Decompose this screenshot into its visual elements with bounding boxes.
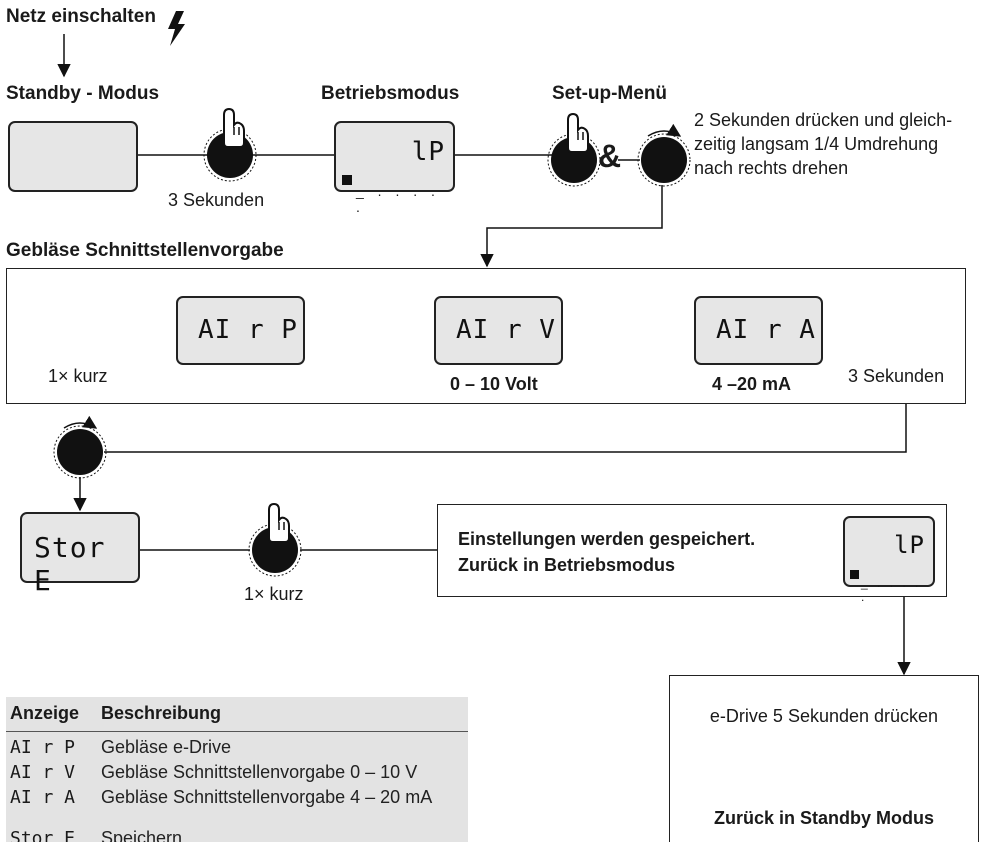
- knob-setup-rotate: [637, 131, 691, 187]
- lcd-airp-text: AI r P: [198, 315, 298, 345]
- lcd-operating-2: lP _ . . . . .: [843, 516, 935, 604]
- legend-text: Gebläse e-Drive: [101, 737, 232, 757]
- setup-instruction-line-2: zeitig langsam 1/4 Umdrehung: [694, 134, 939, 154]
- legend-col-description: Beschreibung: [101, 703, 222, 723]
- legend-header: Anzeige Beschreibung: [6, 697, 468, 732]
- three-seconds-label-2: 3 Sekunden: [848, 366, 945, 386]
- caption-4-20-ma: 4 –20 mA: [712, 374, 792, 394]
- legend-code: AI r P: [10, 737, 76, 758]
- lcd-aira-text: AI r A: [716, 315, 816, 345]
- legend-code: AI r V: [10, 762, 76, 783]
- legend-text: Gebläse Schnittstellenvorgabe 0 – 10 V: [101, 762, 418, 782]
- fan-icon-2: [850, 570, 859, 579]
- fan-icon: [342, 175, 352, 185]
- caption-0-10-volt: 0 – 10 Volt: [450, 374, 538, 394]
- legend-table: Anzeige Beschreibung AI r P Gebläse e-Dr…: [6, 697, 468, 842]
- legend-row: Stor E Speichern: [6, 828, 468, 842]
- operating-mode-label: Betriebsmodus: [321, 83, 460, 104]
- edrive-press-label: e-Drive 5 Sekunden drücken: [709, 706, 939, 726]
- legend-row: AI r A Gebläse Schnittstellenvorgabe 4 –…: [6, 787, 468, 812]
- ampersand-symbol: &: [598, 138, 622, 174]
- lightning-icon: [168, 11, 185, 46]
- lcd-operating-2-dots: _ . . . . .: [861, 576, 922, 604]
- section-title: Gebläse Schnittstellenvorgabe: [6, 240, 284, 261]
- setup-instruction-line-1: 2 Sekunden drücken und gleich-: [694, 110, 953, 130]
- lcd-operating-dots: _ . . . . .: [356, 183, 440, 215]
- legend-text: Gebläse Schnittstellenvorgabe 4 – 20 mA: [101, 787, 433, 807]
- lcd-aira: AI r A: [694, 296, 823, 365]
- saved-line-2: Zurück in Betriebsmodus: [458, 555, 676, 575]
- legend-col-display: Anzeige: [10, 703, 80, 723]
- once-short-label: 1× kurz: [48, 366, 108, 386]
- setup-menu-label: Set-up-Menü: [552, 83, 668, 104]
- once-short-label-2: 1× kurz: [244, 584, 304, 604]
- lcd-airv: AI r V: [434, 296, 563, 365]
- saved-settings-box: Einstellungen werden gespeichert. Zurück…: [437, 504, 947, 604]
- lcd-operating: lP _ . . . . .: [334, 121, 455, 215]
- lcd-operating-2-text: lP: [894, 531, 925, 559]
- lcd-operating-text: lP: [411, 137, 445, 167]
- knob-standby: [203, 108, 257, 182]
- back-standby-label: Zurück in Standby Modus: [713, 808, 934, 828]
- lcd-airv-text: AI r V: [456, 315, 556, 345]
- legend-text: Speichern: [101, 828, 183, 842]
- knob-rotate-store: [53, 423, 107, 479]
- lcd-store-text: Stor E: [34, 531, 106, 597]
- setup-instruction: 2 Sekunden drücken und gleich- zeitig la…: [694, 108, 952, 180]
- setup-instruction-line-3: nach rechts drehen: [694, 158, 849, 178]
- legend-code: Stor E: [10, 828, 76, 842]
- legend-row: AI r V Gebläse Schnittstellenvorgabe 0 –…: [6, 762, 468, 787]
- lcd-airp: AI r P: [176, 296, 305, 365]
- legend-code: AI r A: [10, 787, 76, 808]
- standby-return-box: e-Drive 5 Sekunden drücken Zurück in Sta…: [669, 675, 979, 842]
- loop-back-line: [104, 404, 907, 453]
- three-seconds-label: 3 Sekunden: [168, 190, 265, 210]
- power-on-label: Netz einschalten: [6, 6, 156, 27]
- saved-line-1: Einstellungen werden gespeichert.: [458, 529, 756, 549]
- lcd-store: Stor E: [20, 512, 140, 597]
- lcd-standby: [8, 121, 138, 192]
- knob-store-press: [248, 503, 302, 577]
- standby-mode-label: Standby - Modus: [6, 83, 160, 104]
- setup-to-section-arrow: [480, 185, 663, 268]
- knob-setup-press: [547, 113, 601, 187]
- legend-row: AI r P Gebläse e-Drive: [6, 737, 468, 762]
